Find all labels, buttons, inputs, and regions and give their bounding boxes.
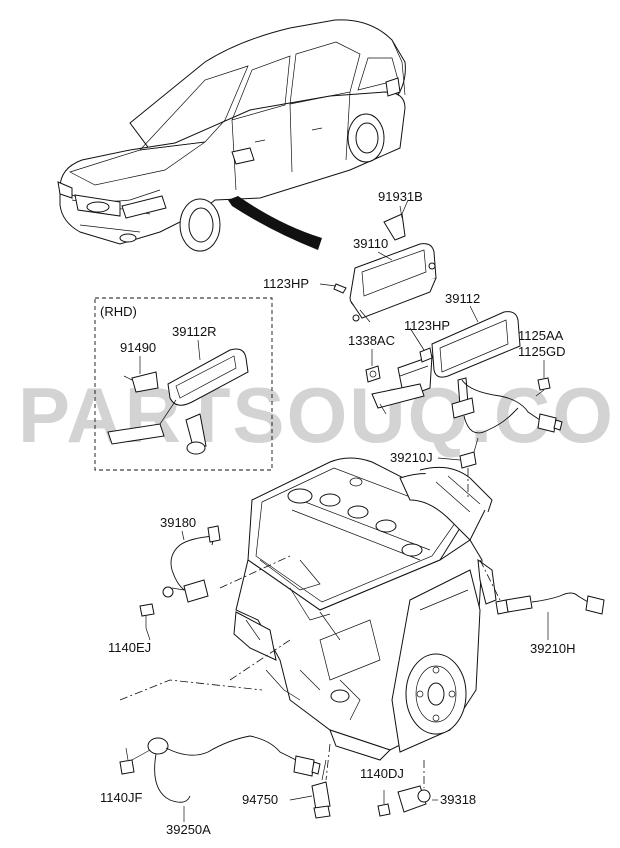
label-39112R: 39112R <box>172 324 217 339</box>
label-94750: 94750 <box>242 792 278 807</box>
bracket-39112 <box>365 311 563 469</box>
bracket-91931B <box>383 199 409 241</box>
sensor-39180 <box>139 525 221 641</box>
label-1125AA: 1125AA <box>518 328 564 343</box>
sensor-39210H <box>495 592 605 615</box>
rhd-box <box>94 297 273 471</box>
part-labels: 91931B 39110 1123HP 39112 1123HP 1338AC … <box>100 189 576 837</box>
label-1125GD: 1125GD <box>518 344 565 359</box>
car-illustration <box>57 19 406 252</box>
label-1140JF: 1140JF <box>100 790 142 805</box>
watermark: PARTSOUQ.COM <box>18 371 620 459</box>
label-39250A: 39250A <box>166 822 211 837</box>
label-1123HP-left: 1123HP <box>263 276 309 291</box>
label-1140EJ: 1140EJ <box>108 640 151 655</box>
engine-assembly <box>233 457 497 761</box>
ecu-39110 <box>319 243 437 323</box>
switch-94750 <box>311 759 331 819</box>
label-39110: 39110 <box>353 236 388 251</box>
label-39318: 39318 <box>440 792 476 807</box>
sensor-39250A <box>119 735 321 803</box>
sensor-39318 <box>377 785 431 817</box>
label-39210J: 39210J <box>390 450 433 465</box>
label-1123HP-right: 1123HP <box>404 318 450 333</box>
label-1338AC: 1338AC <box>348 333 395 348</box>
label-91931B: 91931B <box>378 189 423 204</box>
label-rhd: (RHD) <box>100 304 137 319</box>
callout-arrow <box>228 196 322 250</box>
label-39210H: 39210H <box>530 641 576 656</box>
label-39180: 39180 <box>160 515 196 530</box>
label-39112: 39112 <box>445 291 480 306</box>
label-91490: 91490 <box>120 340 156 355</box>
label-1140DJ: 1140DJ <box>360 766 404 781</box>
bracket-39112R <box>107 348 249 455</box>
